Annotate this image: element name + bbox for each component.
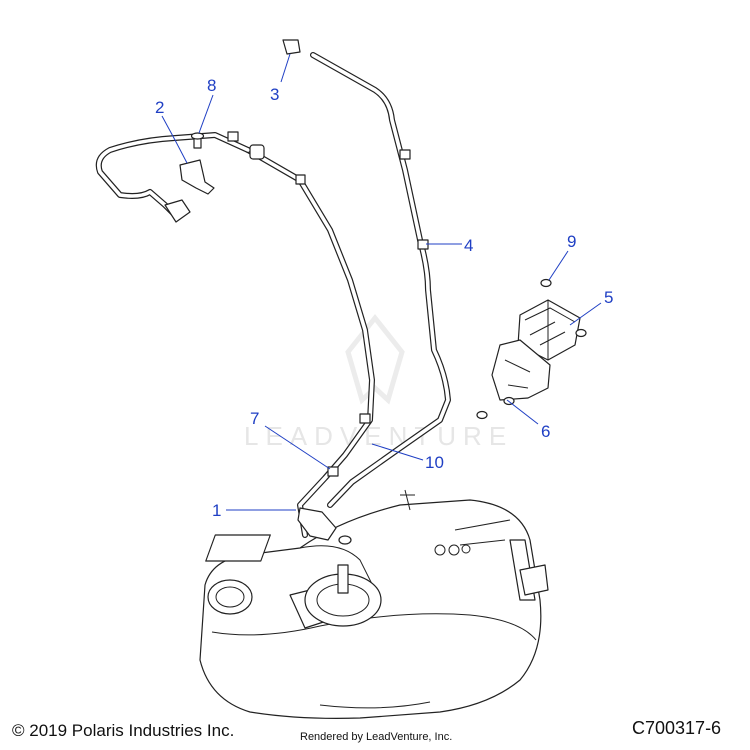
watermark-text: LEADVENTURE: [244, 421, 513, 451]
callout-2: 2: [155, 98, 164, 117]
filler-cap-icon: [207, 579, 253, 615]
diagram-code: C700317-6: [632, 718, 722, 738]
leader-lines: [161, 53, 602, 511]
rendered-by-credit: Rendered by LeadVenture, Inc.: [300, 731, 453, 743]
leadventure-watermark: LEADVENTURE: [244, 313, 513, 451]
watermark-logo-icon: [345, 313, 405, 405]
callout-5: 5: [604, 288, 613, 307]
fuel-tank: [199, 489, 549, 719]
vent-hose-10: [310, 52, 451, 508]
leader-5: [569, 302, 602, 326]
leader-6: [506, 399, 539, 425]
inline-fitting: [249, 144, 265, 160]
bracket-2: [179, 159, 215, 195]
leader-7: [264, 425, 331, 470]
callout-9: 9: [567, 232, 576, 251]
hose-clip-4: [399, 149, 411, 160]
fuel-pump-fitting: [337, 564, 349, 594]
tank-vent-fitting: [297, 507, 337, 541]
callout-10: 10: [425, 453, 444, 472]
leader-8: [198, 94, 214, 134]
tank-decal-panel: [205, 534, 471, 562]
vent-cap-3: [282, 39, 301, 55]
hose-clip-7: [359, 413, 371, 424]
vent-loop-end-fitting: [164, 199, 191, 223]
callout-7: 7: [250, 409, 259, 428]
module-bracket-6: [491, 339, 551, 401]
leader-2: [161, 115, 188, 164]
leader-10: [371, 443, 424, 461]
callout-3: 3: [270, 85, 279, 104]
leader-3: [280, 53, 291, 83]
module-5: [517, 299, 581, 361]
callout-4: 4: [464, 236, 473, 255]
vent-line-1: [245, 147, 375, 538]
copyright-notice: © 2019 Polaris Industries Inc.: [12, 721, 235, 740]
hose-clip: [295, 174, 306, 185]
callout-1: 1: [212, 501, 221, 520]
callout-8: 8: [207, 76, 216, 95]
vent-loop-2: [95, 132, 251, 223]
callout-labels: 1 2 3 4 5 6 7 8 9 10: [155, 76, 613, 520]
leader-9: [548, 250, 569, 281]
screw-8: [190, 132, 205, 149]
hose-clip: [227, 131, 239, 142]
hose-clip-7: [327, 466, 339, 477]
callout-6: 6: [541, 422, 550, 441]
